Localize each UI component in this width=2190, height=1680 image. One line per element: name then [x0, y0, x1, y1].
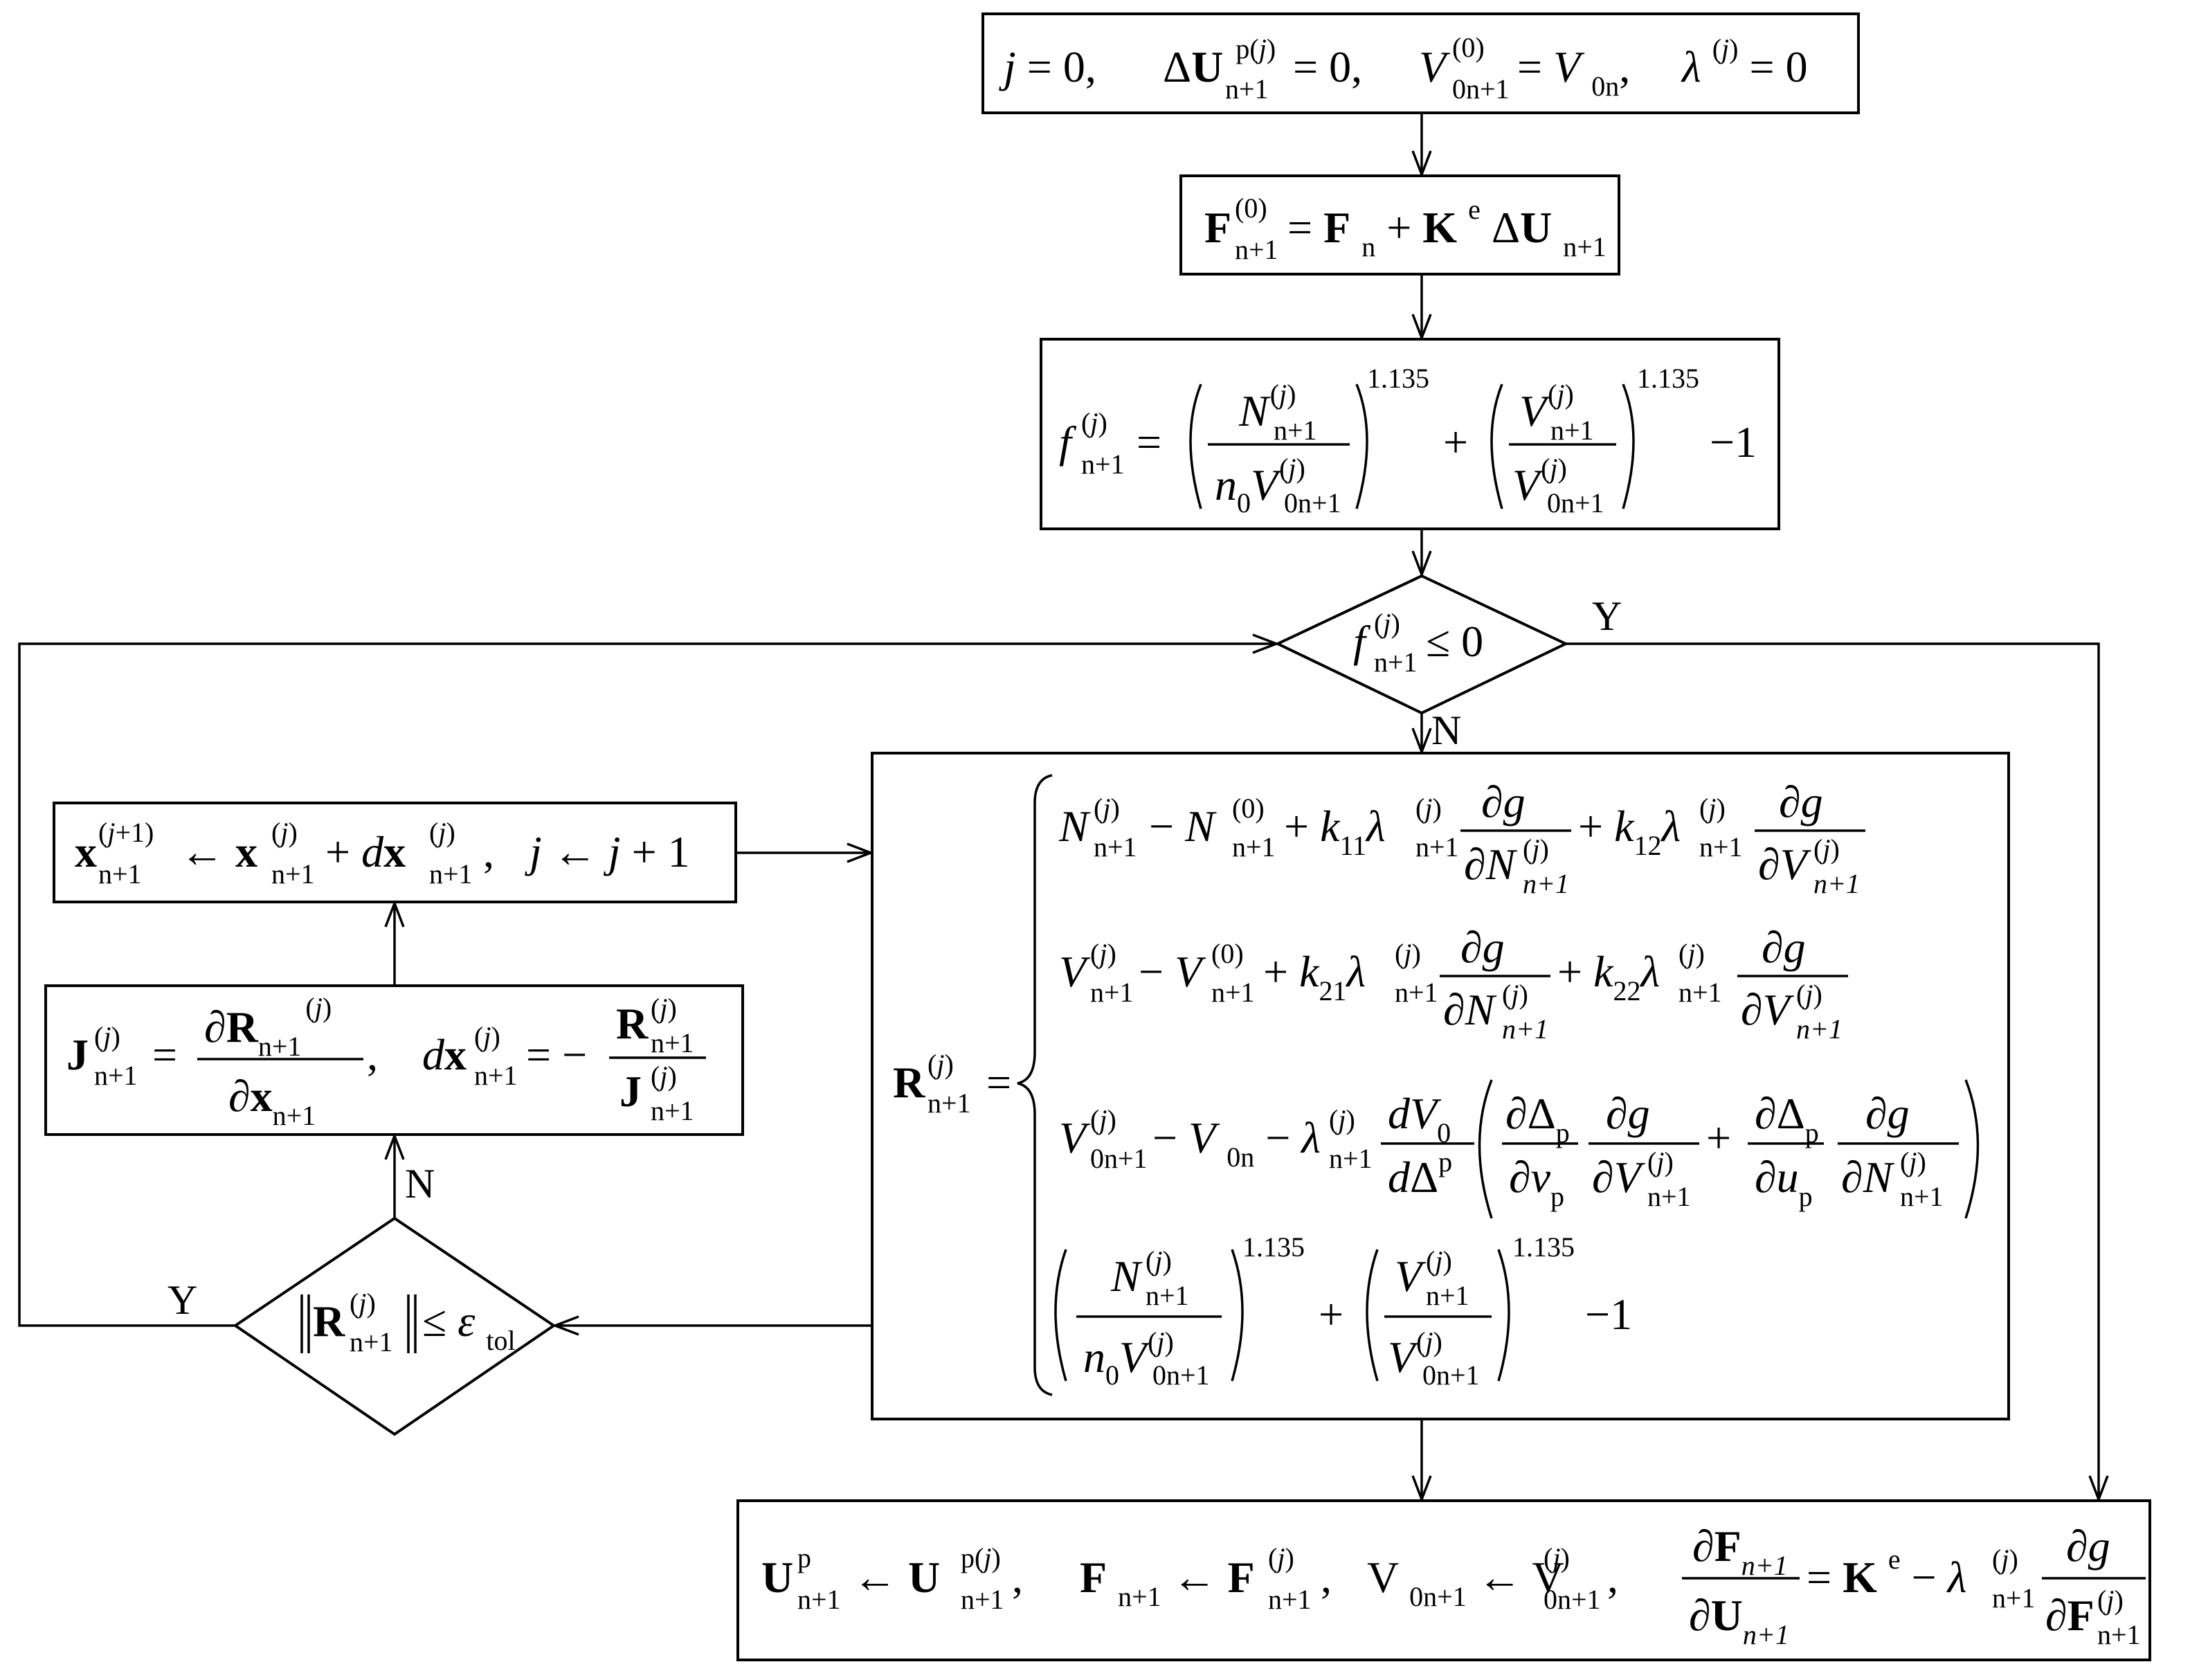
svg-text:J(j)n+1: J(j)n+1 [619, 1060, 694, 1126]
svg-text:∂vp: ∂vp [1509, 1153, 1564, 1212]
connectors [18, 113, 2099, 1499]
svg-text:∂xn+1: ∂xn+1 [228, 1072, 316, 1131]
svg-text:∂up: ∂up [1755, 1153, 1813, 1212]
svg-text:j = 0, ΔU p(j): j = 0, ΔU p(j) n+1 = 0, V (0) 0n+1 = V 0… [999, 17, 1808, 108]
svg-text:−1: −1 [1710, 417, 1757, 467]
final-update-box: U p n+1 ← U p(j) n+1 , F n+1 ← F (j) n+1… [736, 1499, 2151, 1661]
svg-text:J (j) n+1 =: J (j) n+1 = [66, 1006, 177, 1094]
svg-text:∂g: ∂g [2066, 1521, 2110, 1571]
svg-text:∂g: ∂g [1865, 1089, 1910, 1138]
converged-no-label: N [405, 1161, 435, 1207]
svg-text:∂N(j)n+1: ∂N(j)n+1 [1443, 979, 1548, 1045]
svg-text:∂N(j)n+1: ∂N(j)n+1 [1464, 833, 1569, 899]
svg-text:dV0: dV0 [1388, 1089, 1451, 1148]
svg-text:∂Δp: ∂Δp [1505, 1089, 1570, 1148]
force-box: F (0) n+1 = F n + K e ΔU n+1 [1179, 174, 1620, 276]
svg-text:1.135: 1.135 [1637, 363, 1699, 394]
svg-text:+ k12λ (j) n+1: + k12λ (j) n+1 [1578, 778, 1743, 862]
svg-text:∂Un+1: ∂Un+1 [1689, 1591, 1789, 1650]
yield-check-diamond: f (j) n+1 ≤ 0 [1274, 574, 1569, 715]
converged-yes-label: Y [168, 1277, 197, 1323]
update-box: x (j+1) n+1 ← x (j) n+1 + dx (j) n+1 , j… [53, 802, 737, 903]
svg-text:f (j) n+1 =: f (j) n+1 = [1059, 392, 1161, 483]
convergence-check-diamond: R (j) n+1 ≤ ε tol [233, 1216, 556, 1436]
init-box: j = 0, ΔU p(j) n+1 = 0, V (0) 0n+1 = V 0… [981, 12, 1860, 114]
svg-text:U p n+1 ← U: U p n+1 ← U p(j) n+1 , F n+1 ← F (j) n+1… [761, 1528, 1618, 1618]
svg-text:R (j) n+1 =: R (j) n+1 = [893, 1034, 1011, 1122]
svg-text:V(j)n+1: V(j)n+1 [1519, 379, 1594, 446]
svg-text:+: + [1706, 1113, 1731, 1162]
svg-text:V(j)n+1: V(j)n+1 [1395, 1245, 1469, 1311]
svg-text:∂V(j)n+1: ∂V(j)n+1 [1758, 833, 1860, 899]
svg-text:+: + [1443, 417, 1468, 467]
svg-text:R(j)n+1: R(j)n+1 [616, 993, 694, 1058]
svg-text:∂g: ∂g [1779, 777, 1823, 827]
svg-text:V(j)0n+1: V(j)0n+1 [1388, 1326, 1480, 1391]
svg-text:,: , [367, 1030, 378, 1079]
svg-text:∂N(j)n+1: ∂N(j)n+1 [1841, 1146, 1944, 1212]
svg-text:+: + [1319, 1290, 1343, 1339]
svg-text:f (j) n+1 ≤: f (j) n+1 ≤ 0 [1353, 593, 1483, 681]
svg-text:∂g: ∂g [1606, 1089, 1650, 1138]
svg-text:∂Δp: ∂Δp [1755, 1089, 1819, 1148]
svg-text:+ k22λ (j) n+1: + k22λ (j) n+1 [1557, 923, 1722, 1008]
svg-text:dx (j) n+1: dx (j) n+1 = − [422, 1006, 587, 1094]
svg-text:1.135: 1.135 [1512, 1231, 1575, 1263]
svg-text:x (j+1) n+1: x (j+1) n+1 ← x (j) n+1 + dx (j) n+1 , j… [75, 802, 690, 893]
svg-text:1.135: 1.135 [1367, 363, 1429, 394]
svg-text:N(j)n+1: N(j)n+1 [1110, 1245, 1189, 1311]
svg-text:∂g: ∂g [1460, 923, 1505, 972]
svg-text:∂F(j)n+1: ∂F(j)n+1 [2045, 1584, 2141, 1650]
svg-text:∂Fn+1: ∂Fn+1 [1692, 1521, 1788, 1581]
svg-text:V (j) n+1 −: V (j) n+1 − V (0) n+1 + k21λ (j) n+1 [1059, 923, 1438, 1011]
svg-text:V(j)0n+1: V(j)0n+1 [1512, 453, 1604, 518]
svg-text:N(j)n+1: N(j)n+1 [1238, 379, 1317, 446]
svg-text:−1: −1 [1585, 1290, 1632, 1339]
svg-text:∂Rn+1(j): ∂Rn+1(j) [204, 992, 332, 1062]
jacobian-box: J (j) n+1 = ∂Rn+1(j) ∂xn+1 , dx (j) n+1 … [44, 984, 744, 1136]
yield-function-box: f (j) n+1 = N(j)n+1 n0V(j)0n+1 1.135 + V… [1040, 338, 1780, 530]
svg-text:n0V(j)0n+1: n0V(j)0n+1 [1215, 453, 1341, 518]
yield-no-label: N [1431, 707, 1461, 753]
yield-yes-label: Y [1592, 593, 1622, 639]
svg-text:V (j) 0n+1: V (j) 0n+1 − V 0n − λ (j) n+1 [1059, 1090, 1373, 1177]
svg-text:1.135: 1.135 [1242, 1231, 1305, 1263]
svg-text:∂V(j)n+1: ∂V(j)n+1 [1741, 979, 1843, 1045]
svg-text:= K e − λ (: = K e − λ (j) n+1 [1807, 1529, 2036, 1614]
svg-text:R (j) n+1 ≤: R (j) n+1 ≤ ε tol [313, 1273, 516, 1361]
svg-text:N (j) n+1 −: N (j) n+1 − N (0) n+1 + k11λ (j) n+1 [1058, 778, 1459, 866]
svg-text:∂g: ∂g [1762, 923, 1806, 972]
svg-text:n0V(j)0n+1: n0V(j)0n+1 [1083, 1326, 1210, 1391]
svg-text:dΔp: dΔp [1388, 1146, 1452, 1202]
svg-text:F (0) n+1 =: F (0) n+1 = F n + K e ΔU n+1 [1204, 178, 1607, 269]
residual-box: R (j) n+1 = N (j) n+1 − N (0) n+1 + k11λ… [871, 752, 2010, 1420]
svg-text:∂V(j)n+1: ∂V(j)n+1 [1592, 1146, 1691, 1212]
svg-text:∂g: ∂g [1481, 777, 1526, 827]
